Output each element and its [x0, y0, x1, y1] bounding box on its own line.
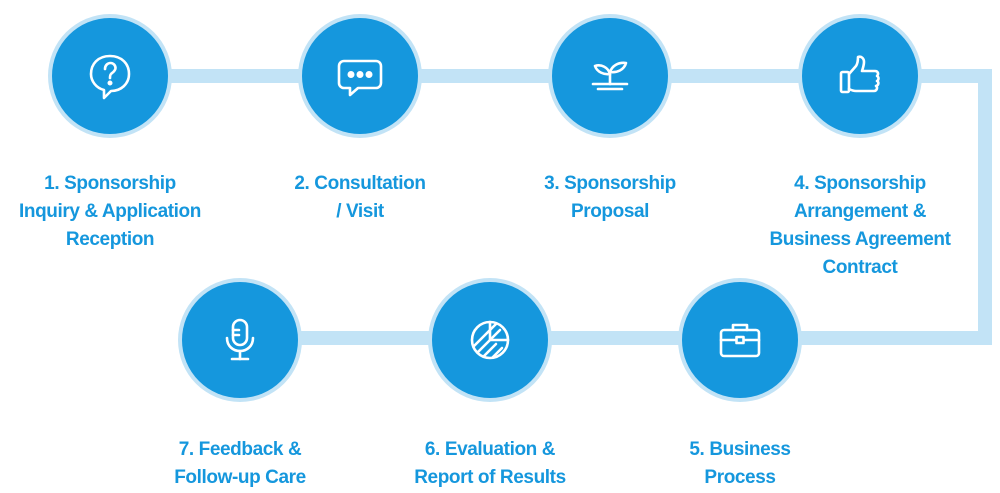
step-1-label: 1. Sponsorship Inquiry & Application Rec…: [0, 170, 220, 254]
pie-chart-icon: [470, 320, 510, 360]
step-6-line-2: Report of Results: [414, 467, 566, 488]
step-3-line-2: Proposal: [570, 201, 650, 222]
step-1-line-3: Reception: [65, 229, 155, 250]
sprout-icon: [591, 61, 629, 91]
step-7-label: 7. Feedback & Follow-up Care: [130, 436, 350, 492]
step-1: 1. Sponsorship Inquiry & Application Rec…: [0, 18, 220, 254]
step-4-line-4: Contract: [822, 257, 898, 278]
step-4-label: 4. Sponsorship Arrangement & Business Ag…: [750, 170, 970, 282]
step-2-circle: [302, 18, 418, 134]
step-2-line-2: / Visit: [336, 201, 384, 222]
step-6-label: 6. Evaluation & Report of Results: [380, 436, 600, 492]
step-5: 5. Business Process: [630, 282, 850, 492]
step-4-line-2: Arrangement &: [793, 201, 927, 222]
step-3-label: 3. Sponsorship Proposal: [500, 170, 720, 226]
microphone-icon: [225, 318, 255, 361]
step-3: 3. Sponsorship Proposal: [500, 18, 720, 226]
step-2: 2. Consultation / Visit: [250, 18, 470, 226]
step-5-line-2: Process: [704, 467, 776, 488]
thumbs-up-icon: [839, 55, 880, 94]
step-2-line-1: 2. Consultation: [294, 173, 426, 194]
chat-bubble-icon: [337, 59, 383, 97]
briefcase-icon: [719, 323, 761, 358]
step-3-line-1: 3. Sponsorship: [544, 173, 676, 194]
step-6-circle: [432, 282, 548, 398]
step-4: 4. Sponsorship Arrangement & Business Ag…: [750, 18, 970, 282]
step-6-line-1: 6. Evaluation &: [424, 439, 556, 460]
step-1-line-1: 1. Sponsorship: [44, 173, 176, 194]
step-6: 6. Evaluation & Report of Results: [380, 282, 600, 492]
step-5-circle: [682, 282, 798, 398]
step-5-line-1: 5. Business: [689, 439, 791, 460]
step-4-line-1: 4. Sponsorship: [794, 173, 926, 194]
question-bubble-icon: [89, 54, 131, 100]
step-1-circle: [52, 18, 168, 134]
step-3-circle: [552, 18, 668, 134]
step-7-line-2: Follow-up Care: [174, 467, 306, 488]
step-4-circle: [802, 18, 918, 134]
step-1-line-2: Inquiry & Application: [19, 201, 201, 222]
step-4-line-3: Business Agreement: [769, 229, 951, 250]
step-5-label: 5. Business Process: [630, 436, 850, 492]
step-7: 7. Feedback & Follow-up Care: [130, 282, 350, 492]
step-7-circle: [182, 282, 298, 398]
step-7-line-1: 7. Feedback &: [178, 439, 302, 460]
step-2-label: 2. Consultation / Visit: [250, 170, 470, 226]
